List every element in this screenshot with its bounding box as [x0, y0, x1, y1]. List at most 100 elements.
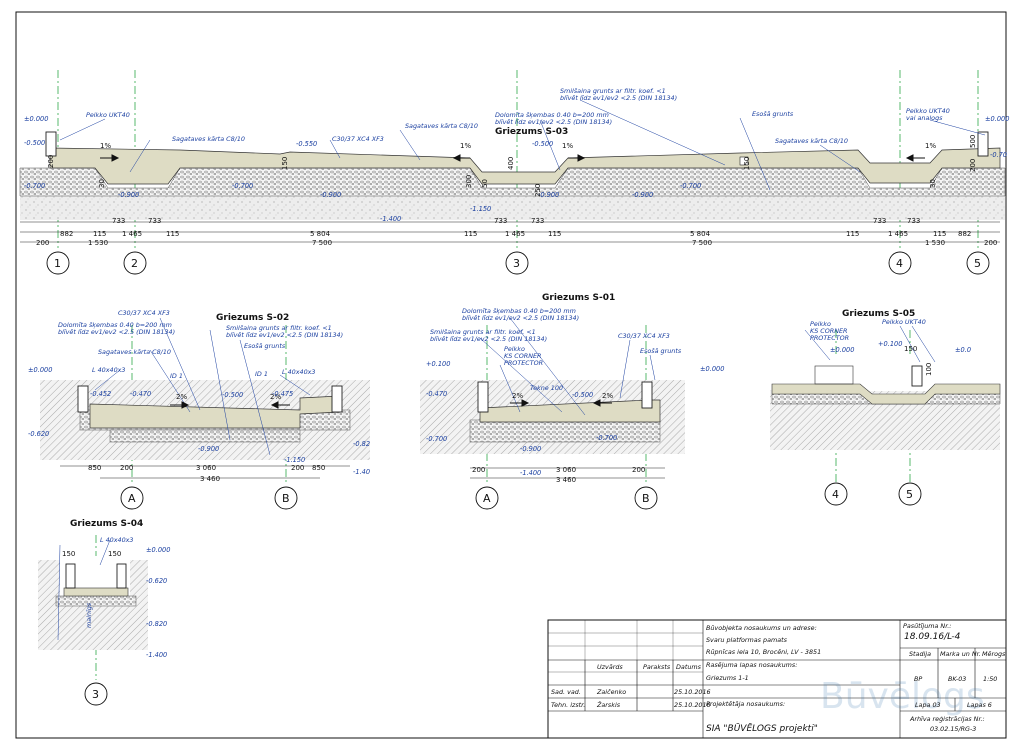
level-mark: -0.500 [532, 140, 553, 148]
s01-note-tekne: Tekne 100 [530, 384, 563, 392]
level-mark: -0.452 [90, 390, 111, 398]
tb-name1: Zaičenko [596, 688, 626, 696]
s04-axis-3: 3 [92, 688, 99, 701]
s02-note-esosa: Esošā grunts [244, 342, 286, 350]
tb-object-label: Būvobjekta nosaukums un adrese: [706, 624, 817, 632]
hdim: 115 [93, 230, 106, 238]
s01-axis-b: B [642, 492, 650, 505]
hdim: 733 [531, 217, 544, 225]
hdim: 115 [933, 230, 946, 238]
tb-name2: Žarskis [596, 700, 621, 709]
tb-drawing-name: Griezums 1-1 [706, 674, 749, 682]
level-mark: -0.900 [198, 445, 219, 453]
s05-axis-5: 5 [906, 488, 913, 501]
vdim: 150 [743, 157, 751, 170]
tb-sheet: Lapa 03 [915, 701, 941, 709]
level-mark: -1.400 [380, 215, 401, 223]
level-mark: -0.470 [426, 390, 447, 398]
hdim: 7 500 [312, 239, 332, 247]
s02-note-id2: ID 1 [255, 370, 268, 378]
tb-role1: Sad. vad. [551, 688, 581, 696]
s02-note-sagataves: Sagataves kārta C8/10 [98, 348, 171, 356]
s02-note-angle-right: L 40x40x3 [282, 368, 316, 376]
s05-title: Griezums S-05 [842, 309, 915, 319]
hdim: 1 465 [505, 230, 525, 238]
s02-note-dolomita2: blīvēt līdz ev1/ev2 <2.5 (DIN 18134) [58, 328, 175, 336]
level-mark: -0.700 [426, 435, 447, 443]
s03-note-sagataves-mid: Sagataves kārta C8/10 [405, 122, 478, 130]
s05-note-peikko2: KS CORNER [810, 327, 847, 335]
tb-hdr-uzvards: Uzvārds [597, 663, 623, 671]
tb-hdr-paraksts: Paraksts [643, 663, 671, 671]
level-mark: -1.400 [146, 651, 167, 659]
level-mark: -0.475 [272, 390, 293, 398]
s02-note-smilsaina: Smilšaina grunts ar filtr. koef. <1 [226, 324, 332, 332]
s03-note-smilsaina: Smilšaina grunts ar filtr. koef. <1 [560, 87, 666, 95]
hdim: 733 [112, 217, 125, 225]
s01-note-smilsaina: Smilšaina grunts ar filtr. koef. <1 [430, 328, 536, 336]
level-mark: -0.900 [538, 191, 559, 199]
s03-note-smilsaina2: blīvēt līdz ev1/ev2 <2.5 (DIN 18134) [560, 94, 677, 102]
vdim: 200 [969, 159, 977, 172]
tb-archive-no: 03.02.15/RG-3 [930, 725, 976, 733]
axis-5: 5 [974, 257, 981, 270]
axis-4: 4 [896, 257, 903, 270]
hdim: 200 [984, 239, 997, 247]
hdim: 200 [291, 464, 304, 472]
level-mark: -0.900 [520, 445, 541, 453]
vdim: 30 [929, 179, 937, 188]
hdim: 115 [846, 230, 859, 238]
section-s03: Griezums S-03 Smilšaina grunts ar filtr.… [19, 70, 1009, 275]
level-mark: +0.100 [426, 360, 450, 368]
hdim: 115 [464, 230, 477, 238]
hdim: 115 [548, 230, 561, 238]
s05-note-peikko3: PROTECTOR [810, 334, 849, 342]
hdim: 7 500 [692, 239, 712, 247]
s03-note-esosa: Esošā grunts [752, 110, 794, 118]
axis-2: 2 [131, 257, 138, 270]
tb-archive-label: Arhīva reģistrācijas Nr.: [909, 715, 985, 723]
s03-note-dolomita2: blīvēt līdz ev1/ev2 <2.5 (DIN 18134) [495, 118, 612, 126]
vdim: 200 [47, 155, 55, 168]
s03-note-peikko-right2: vai analogs [906, 114, 943, 122]
tb-sheets: Lapas 6 [967, 701, 992, 709]
hdim: 1 530 [88, 239, 108, 247]
level-mark: -0.700 [596, 434, 617, 442]
s05-axis-4: 4 [832, 488, 839, 501]
level-mark: -0.700 [24, 182, 45, 190]
hdim: 850 [312, 464, 325, 472]
s01-note-dolomita2: blīvēt līdz ev1/ev2 <2.5 (DIN 18134) [462, 314, 579, 322]
s03-note-peikko-right: Peikko UKT40 [906, 107, 950, 115]
level-mark: ±0.0 [955, 346, 971, 354]
hdim: 733 [148, 217, 161, 225]
level-mark: -1.150 [470, 205, 491, 213]
level-mark: ±0.000 [985, 115, 1009, 123]
level-mark: -0.620 [28, 430, 49, 438]
level-mark: -0.70 [990, 151, 1007, 159]
level-mark: ±0.000 [146, 546, 170, 554]
tb-hdr-datums: Datums [676, 663, 702, 671]
hdim: 1 465 [122, 230, 142, 238]
s01-note-peikko3: PROTECTOR [504, 359, 543, 367]
tb-col-marka: Marka un Nr. [940, 650, 981, 658]
hdim: 733 [873, 217, 886, 225]
level-mark: -1.40 [353, 468, 370, 476]
s03-slope-3: 1% [562, 142, 573, 150]
level-mark: ±0.000 [830, 346, 854, 354]
hdim: 850 [88, 464, 101, 472]
s03-note-concrete: C30/37 XC4 XF3 [332, 135, 384, 143]
hdim: 733 [907, 217, 920, 225]
s02-dims: 850 200 3 060 200 850 3 460 [88, 464, 325, 483]
hdim: 882 [60, 230, 73, 238]
level-mark: -0.900 [118, 191, 139, 199]
tb-date2: 25.10.2016 [674, 701, 711, 709]
s03-title: Griezums S-03 [495, 127, 568, 137]
section-s02: Griezums S-02 C30/37 XC4 XF3 Dolomīta šķ… [28, 309, 370, 510]
tb-date1: 25.10.2016 [674, 688, 711, 696]
vdim: 500 [969, 135, 977, 148]
hdim: 1 465 [888, 230, 908, 238]
s01-axis-a: A [483, 492, 491, 505]
buvelogs-logo: Būvēlogs [820, 676, 985, 717]
title-block: Būvēlogs Būvobjekta nosaukums un adrese:… [547, 619, 1007, 739]
